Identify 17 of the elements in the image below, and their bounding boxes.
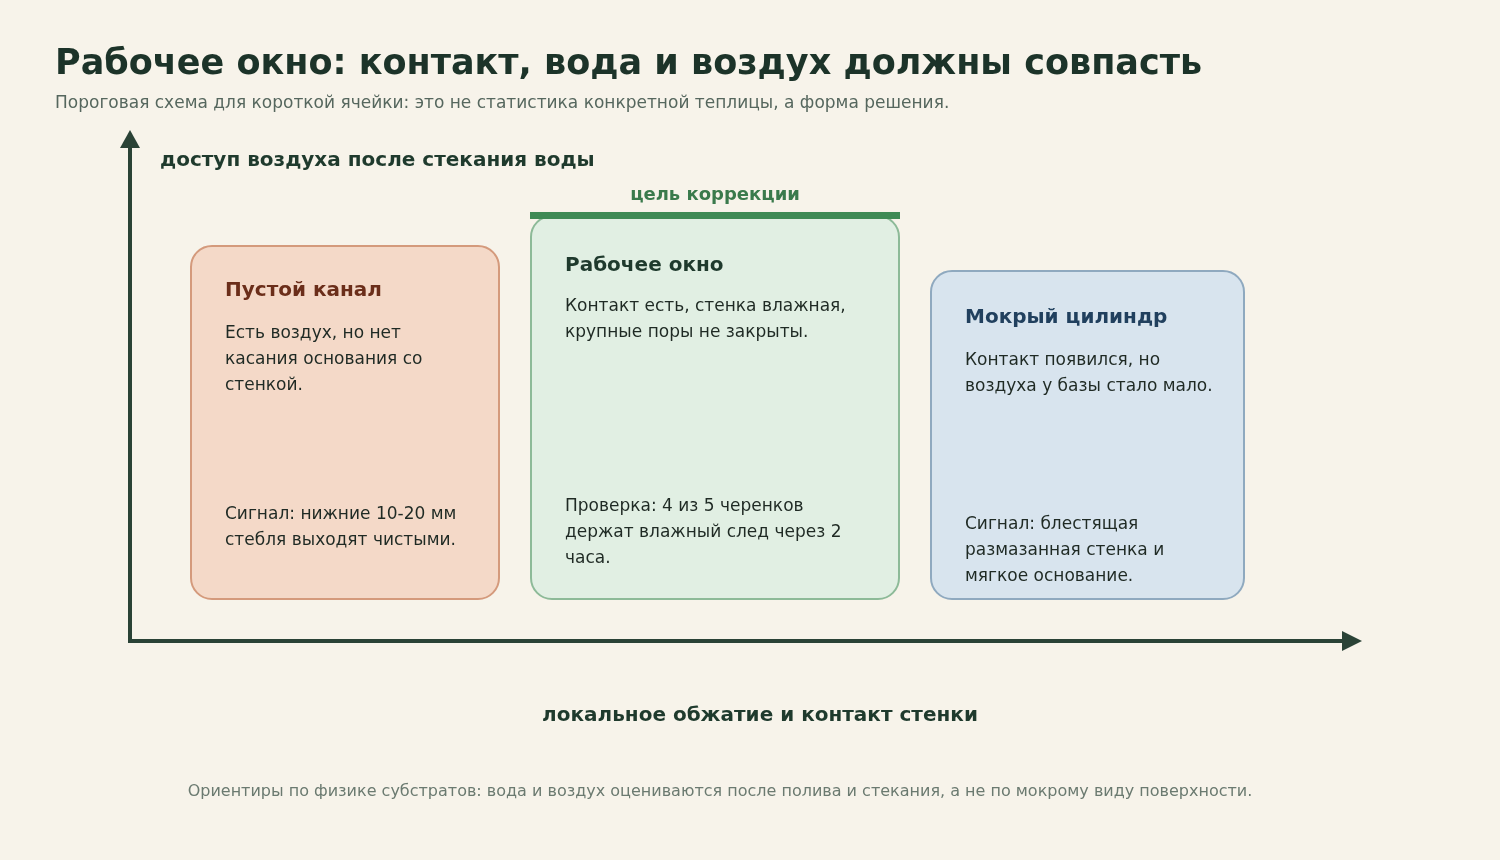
box-heading: Пустой канал	[225, 277, 383, 301]
box-text: Контакт есть, стенка влажная, крупные поры не закрыты.	[565, 294, 847, 343]
box-text: Есть воздух, но нет касания основания со стенкой.	[225, 321, 424, 396]
zone-box	[190, 245, 500, 600]
box-text: Контакт появился, но воздуха у базы стало мало.	[965, 348, 1214, 397]
zone-box	[930, 270, 1245, 600]
target-label: цель коррекции	[629, 183, 801, 204]
title: Рабочее окно: контакт, вода и воздух должны совпасть	[55, 42, 1203, 82]
subtitle: Пороговая схема для короткой ячейки: это не статистика конкретной теплицы, а форма решения.	[55, 92, 950, 112]
box-heading: Мокрый цилиндр	[965, 304, 1169, 328]
axis-label: доступ воздуха после стекания воды	[160, 147, 595, 171]
axis-label: локальное обжатие и контакт стенки	[541, 702, 979, 726]
box-text: Сигнал: нижние 10-20 мм стебля выходят чистыми.	[225, 502, 458, 551]
box-heading: Рабочее окно	[565, 252, 725, 276]
box-text: Сигнал: блестящая размазанная стенка и мягкое основание.	[965, 512, 1166, 587]
note: Ориентиры по физике субстратов: вода и воздух оцениваются после полива и стекания, а не по мокрому виду поверхности.	[186, 781, 1254, 800]
box-text: Проверка: 4 из 5 черенков держат влажный след через 2 часа.	[565, 494, 843, 569]
